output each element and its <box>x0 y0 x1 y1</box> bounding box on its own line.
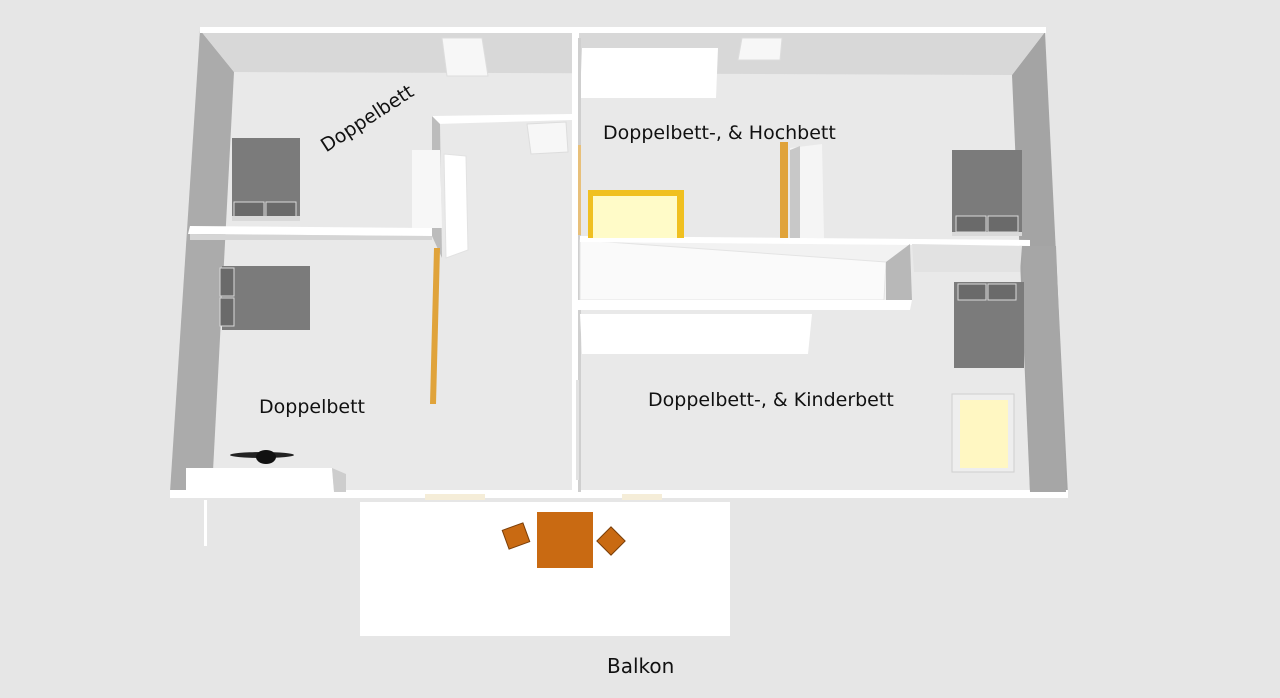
balcony-door-right <box>622 494 662 500</box>
crib <box>951 393 1015 473</box>
room-label-bottom-right: Doppelbett-, & Kinderbett <box>648 389 894 411</box>
hallway-wall-top <box>432 114 572 124</box>
inner-wall-right-bottom <box>1022 246 1066 492</box>
wall-stair-bottom <box>578 300 912 310</box>
sideboard-bottom-left-shade <box>332 468 346 492</box>
balcony-table <box>537 512 593 568</box>
wall-left-horizontal-shade <box>190 234 432 240</box>
wall-stair-right-side <box>886 244 912 300</box>
outer-wall-bottom <box>170 490 1068 498</box>
balcony-label: Balkon <box>607 654 675 678</box>
bed-top-left <box>232 138 300 221</box>
bed-top-right <box>952 150 1022 236</box>
hallway-cabinet <box>412 150 442 228</box>
hallway-window <box>526 121 569 155</box>
door-bottom-left <box>430 248 440 404</box>
cabinet-bottom-right <box>580 314 812 354</box>
wall-center-vertical <box>572 30 579 492</box>
balcony-door-left <box>425 494 485 500</box>
door-top-right <box>780 142 788 238</box>
wardrobe-top-right <box>580 48 718 98</box>
window-top-right <box>737 37 783 61</box>
lamp-icon <box>230 450 294 464</box>
bed-bottom-left <box>219 266 310 330</box>
balcony-chair-right <box>596 526 626 556</box>
sideboard-bottom-left <box>186 468 334 492</box>
door-frame-top-right-shade <box>790 146 800 238</box>
wall-left-horizontal <box>188 226 432 236</box>
outer-wall-left <box>170 30 234 492</box>
hallway-cabinet-2 <box>443 153 469 259</box>
balcony-edge-left <box>204 500 207 546</box>
window-top-left <box>441 37 489 77</box>
wall-right-middle <box>912 244 1022 272</box>
room-label-bottom-left: Doppelbett <box>259 396 365 418</box>
outer-wall-top-edge <box>200 27 1046 33</box>
wall-right-horizontal <box>580 236 1030 246</box>
door-strip-center-upper <box>578 145 581 235</box>
bunk-bed <box>588 190 684 238</box>
bed-bottom-right <box>954 282 1024 368</box>
door-strip-center-lower <box>576 380 579 480</box>
room-label-top-right: Doppelbett-, & Hochbett <box>603 122 836 144</box>
balcony-chair-left <box>501 522 531 550</box>
